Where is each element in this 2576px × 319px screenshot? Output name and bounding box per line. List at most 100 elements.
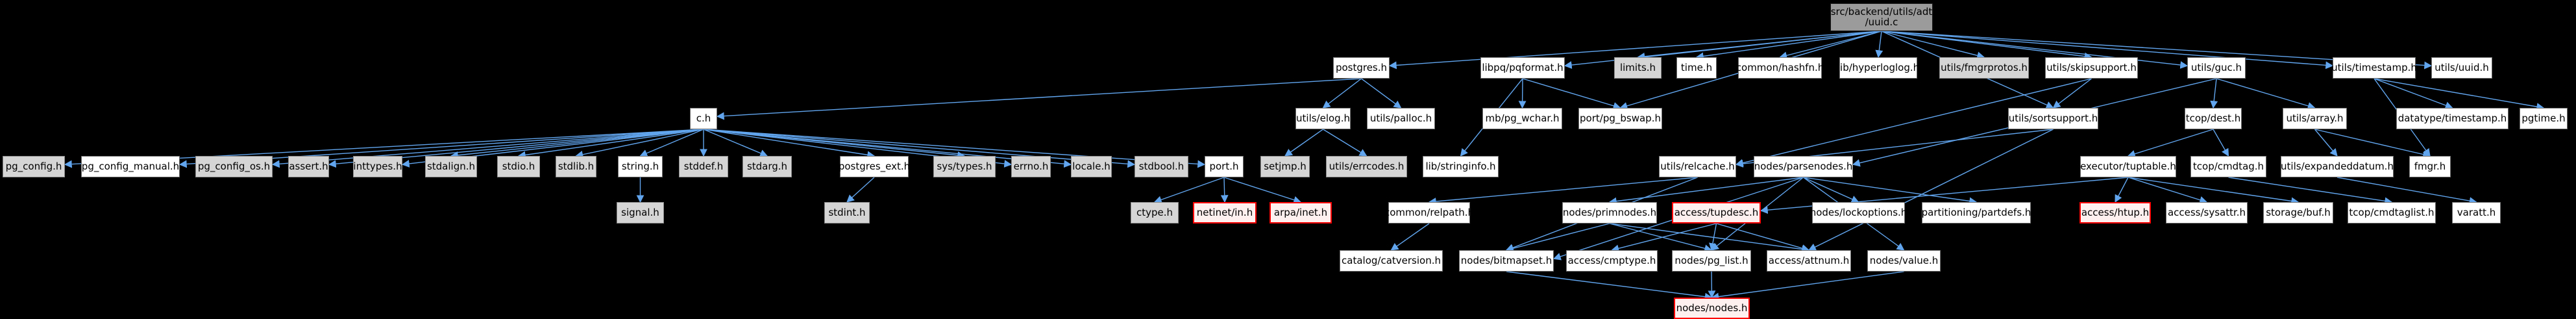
graph-node-stdint_h[interactable]: stdint.h	[824, 202, 870, 223]
graph-node-cmdtaglist_h[interactable]: tcop/cmdtaglist.h	[2348, 202, 2436, 223]
edge-primnodes_h-to-bitmapset_h	[1505, 223, 1610, 253]
graph-node-fmgrprotos_h[interactable]: utils/fmgrprotos.h	[1939, 57, 2029, 79]
graph-root-node[interactable]: src/backend/utils/adt /uuid.c	[1830, 3, 1933, 31]
edge-c_h-to-port_h	[703, 129, 1206, 168]
graph-node-errcodes_h[interactable]: utils/errcodes.h	[1326, 156, 1407, 177]
graph-node-skipsupport_h[interactable]: utils/skipsupport.h	[2045, 57, 2138, 79]
graph-node-expandeddatum_h[interactable]: utils/expandeddatum.h	[2281, 156, 2394, 177]
edge-pqformat_h-to-pg_bswap_h	[1522, 78, 1621, 110]
edge-elog_h-to-setjmp_h	[1284, 129, 1323, 157]
graph-node-timestamp_h[interactable]: utils/timestamp.h	[2331, 57, 2417, 79]
edge-elog_h-to-errcodes_h	[1323, 129, 1368, 157]
graph-node-parsenodes_h[interactable]: nodes/parsenodes.h	[1754, 156, 1853, 177]
graph-node-tupdesc_h[interactable]: access/tupdesc.h	[1672, 202, 1761, 223]
graph-node-pqformat_h[interactable]: libpq/pqformat.h	[1480, 57, 1565, 79]
graph-node-sysattr_h[interactable]: access/sysattr.h	[2166, 202, 2248, 223]
graph-node-c_h[interactable]: c.h	[690, 108, 717, 129]
graph-node-stddef_h[interactable]: stddef.h	[679, 156, 728, 177]
graph-node-inttypes_h[interactable]: inttypes.h	[353, 156, 402, 177]
graph-node-palloc_h[interactable]: utils/palloc.h	[1367, 108, 1435, 129]
edge-c_h-to-stdarg_h	[703, 129, 768, 157]
graph-node-hashfn_h[interactable]: common/hashfn.h	[1736, 57, 1824, 79]
edge-postgres_h-to-elog_h	[1322, 78, 1362, 108]
graph-node-primnodes_h[interactable]: nodes/primnodes.h	[1562, 202, 1657, 223]
edge-array_h-to-fmgr_h	[2314, 129, 2431, 159]
edge-uuid_c-to-hyperloglog_h	[1875, 31, 1883, 58]
graph-node-datatype_timestamp_h[interactable]: datatype/timestamp.h	[2396, 108, 2509, 129]
graph-node-pg_config_h[interactable]: pg_config.h	[3, 156, 65, 177]
graph-node-guc_h[interactable]: utils/guc.h	[2187, 57, 2246, 79]
graph-node-netinet_in_h[interactable]: netinet/in.h	[1193, 202, 1257, 223]
edge-timestamp_h-to-datatype_timestamp_h	[2374, 78, 2453, 109]
graph-node-postgres_ext_h[interactable]: postgres_ext.h	[839, 156, 910, 177]
graph-node-relpath_h[interactable]: common/relpath.h	[1384, 202, 1474, 223]
edge-port_h-to-arpa_inet_h	[1223, 177, 1302, 204]
graph-node-stringinfo_h[interactable]: lib/stringinfo.h	[1423, 156, 1499, 177]
graph-node-nodes_h[interactable]: nodes/nodes.h	[1674, 298, 1750, 319]
graph-node-lockoptions_h[interactable]: nodes/lockoptions.h	[1810, 202, 1907, 223]
graph-node-sys_types_h[interactable]: sys/types.h	[933, 156, 996, 177]
graph-node-value_h[interactable]: nodes/value.h	[1867, 250, 1941, 272]
graph-node-cmdtag_h[interactable]: tcop/cmdtag.h	[2190, 156, 2266, 177]
graph-node-array_h[interactable]: utils/array.h	[2283, 108, 2347, 129]
edge-uuid_c-to-hashfn_h	[1779, 31, 1882, 60]
edge-tupdesc_h-to-pg_list_h	[1709, 223, 1717, 251]
graph-node-varatt_h[interactable]: varatt.h	[2452, 202, 2501, 223]
graph-node-catversion_h[interactable]: catalog/catversion.h	[1340, 250, 1443, 272]
graph-node-pg_bswap_h[interactable]: port/pg_bswap.h	[1578, 108, 1662, 129]
edge-uuid_c-to-timestamp_h	[1881, 31, 2334, 70]
graph-node-dest_h[interactable]: tcop/dest.h	[2185, 108, 2242, 129]
edge-c_h-to-postgres_ext_h	[703, 129, 876, 159]
edge-parsenodes_h-to-lockoptions_h	[1803, 177, 1859, 203]
graph-node-errno_h[interactable]: errno.h	[1011, 156, 1051, 177]
graph-node-pg_config_manual_h[interactable]: pg_config_manual.h	[81, 156, 180, 177]
edge-skipsupport_h-to-sortsupport_h	[2052, 78, 2092, 108]
edge-relcache_h-to-relpath_h	[1428, 177, 1698, 205]
graph-node-pg_config_os_h[interactable]: pg_config_os.h	[195, 156, 273, 177]
graph-node-assert_h[interactable]: assert.h	[288, 156, 329, 177]
graph-node-stdio_h[interactable]: stdio.h	[497, 156, 540, 177]
edge-c_h-to-pg_config_os_h	[271, 129, 704, 168]
graph-node-string_h[interactable]: string.h	[618, 156, 663, 177]
graph-node-stdarg_h[interactable]: stdarg.h	[742, 156, 792, 177]
graph-node-partdefs_h[interactable]: partitioning/partdefs.h	[1922, 202, 2031, 223]
edge-tuptable_h-to-htup_h	[2115, 177, 2129, 203]
graph-node-postgres_h[interactable]: postgres.h	[1333, 57, 1390, 79]
graph-node-signal_h[interactable]: signal.h	[617, 202, 664, 223]
graph-node-stdbool_h[interactable]: stdbool.h	[1135, 156, 1188, 177]
graph-node-pg_wchar_h[interactable]: mb/pg_wchar.h	[1482, 108, 1562, 129]
graph-node-port_h[interactable]: port.h	[1205, 156, 1244, 177]
graph-node-ctype_h[interactable]: ctype.h	[1131, 202, 1179, 223]
graph-node-buf_h[interactable]: storage/buf.h	[2263, 202, 2333, 223]
graph-node-attnum_h[interactable]: access/attnum.h	[1767, 250, 1851, 272]
graph-node-relcache_h[interactable]: utils/relcache.h	[1659, 156, 1736, 177]
graph-node-arpa_inet_h[interactable]: arpa/inet.h	[1270, 202, 1332, 223]
edge-value_h-to-nodes_h	[1711, 271, 1904, 301]
graph-node-fmgr_h[interactable]: fmgr.h	[2409, 156, 2451, 177]
graph-node-hyperloglog_h[interactable]: lib/hyperloglog.h	[1837, 57, 1919, 79]
graph-node-limits_h[interactable]: limits.h	[1614, 57, 1662, 79]
graph-node-bitmapset_h[interactable]: nodes/bitmapset.h	[1459, 250, 1554, 272]
graph-node-pg_list_h[interactable]: nodes/pg_list.h	[1672, 250, 1751, 272]
edge-dest_h-to-cmdtag_h	[2213, 129, 2229, 157]
graph-node-elog_h[interactable]: utils/elog.h	[1295, 108, 1351, 129]
edge-guc_h-to-array_h	[2216, 78, 2316, 110]
graph-node-htup_h[interactable]: access/htup.h	[2079, 202, 2151, 223]
graph-node-setjmp_h[interactable]: setjmp.h	[1260, 156, 1310, 177]
graph-node-uuid_h[interactable]: utils/uuid.h	[2431, 57, 2492, 79]
edge-port_h-to-netinet_in_h	[1220, 177, 1229, 203]
graph-node-locale_h[interactable]: locale.h	[1071, 156, 1112, 177]
graph-node-cmptype_h[interactable]: access/cmptype.h	[1566, 250, 1658, 272]
edge-c_h-to-stdbool_h	[703, 129, 1136, 168]
edge-pg_list_h-to-nodes_h	[1708, 271, 1716, 299]
edge-tuptable_h-to-sysattr_h	[2128, 177, 2208, 204]
edge-guc_h-to-dest_h	[2210, 78, 2218, 109]
edge-tupdesc_h-to-cmptype_h	[1611, 223, 1717, 253]
graph-node-time_h[interactable]: time.h	[1676, 57, 1717, 79]
graph-node-stdlib_h[interactable]: stdlib.h	[556, 156, 596, 177]
graph-node-sortsupport_h[interactable]: utils/sortsupport.h	[2008, 108, 2098, 129]
graph-node-stdalign_h[interactable]: stdalign.h	[425, 156, 477, 177]
graph-node-tuptable_h[interactable]: executor/tuptable.h	[2080, 156, 2176, 177]
graph-node-pgtime_h[interactable]: pgtime.h	[2520, 108, 2568, 129]
edge-postgres_h-to-c_h	[716, 78, 1362, 120]
